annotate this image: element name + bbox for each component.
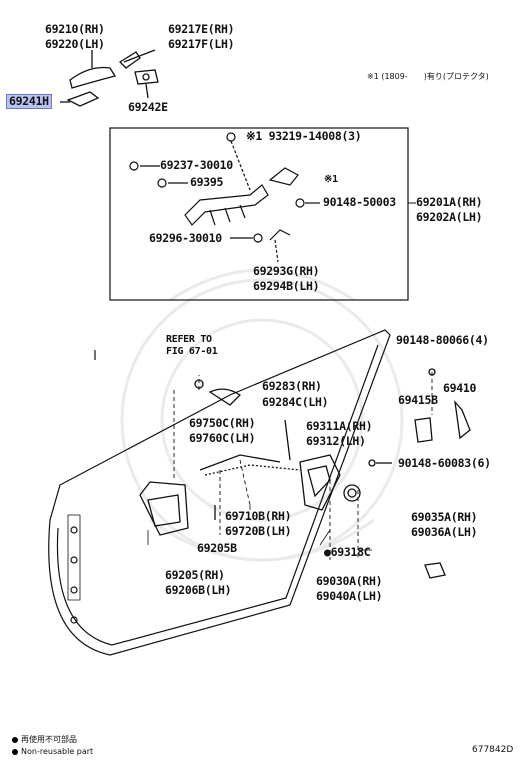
inner-mechanism — [139, 368, 471, 579]
label-69220[interactable]: 69220(LH) — [45, 37, 105, 51]
label-93219[interactable]: ※1 93219-14008(3) — [246, 129, 362, 143]
label-90148-50003[interactable]: 90148-50003 — [323, 195, 396, 209]
label-69241h-highlighted[interactable]: 69241H — [6, 94, 52, 109]
label-69415b[interactable]: 69415B — [398, 393, 438, 407]
bullet-icon — [12, 736, 18, 743]
diagram-id: 677842D — [472, 745, 514, 755]
label-69201a[interactable]: 69201A(RH) — [416, 195, 483, 209]
label-69750c[interactable]: 69750C(RH) — [189, 416, 256, 430]
label-69296[interactable]: 69296-30010 — [149, 231, 222, 245]
label-69395[interactable]: 69395 — [190, 175, 224, 189]
label-69217f[interactable]: 69217F(LH) — [168, 37, 235, 51]
outside-handle-assembly — [60, 49, 159, 107]
asterisk-note-mark: ※1 — [324, 174, 338, 185]
legend-en: Non-reusable part — [12, 747, 93, 756]
label-69242e[interactable]: 69242E — [128, 100, 168, 114]
label-69036a[interactable]: 69036A(LH) — [411, 525, 478, 539]
label-69410[interactable]: 69410 — [443, 381, 477, 395]
label-69030a[interactable]: 69030A(RH) — [316, 574, 383, 588]
label-69760c[interactable]: 69760C(LH) — [189, 431, 256, 445]
watermark — [120, 268, 404, 562]
label-69284c[interactable]: 69284C(LH) — [262, 395, 329, 409]
label-69035a[interactable]: 69035A(RH) — [411, 510, 478, 524]
label-69311a[interactable]: 69311A(RH) — [306, 419, 373, 433]
label-69710b[interactable]: 69710B(RH) — [225, 509, 292, 523]
label-69210[interactable]: 69210(RH) — [45, 22, 105, 36]
label-69217e[interactable]: 69217E(RH) — [168, 22, 235, 36]
legend-jp: 再使用不可部品 — [12, 734, 77, 745]
label-69294b[interactable]: 69294B(LH) — [253, 279, 320, 293]
legend-en-text: Non-reusable part — [21, 747, 94, 756]
label-69283[interactable]: 69283(RH) — [262, 379, 322, 393]
label-90148-80066[interactable]: 90148-80066(4) — [396, 333, 489, 347]
door-outline — [48, 329, 391, 656]
refer-to-label: REFER TO — [166, 334, 212, 345]
label-69205b[interactable]: 69205B — [197, 541, 237, 555]
label-69205[interactable]: 69205(RH) — [165, 568, 225, 582]
label-69202a[interactable]: 69202A(LH) — [416, 210, 483, 224]
label-90148-60083[interactable]: 90148-60083(6) — [398, 456, 491, 470]
label-69237[interactable]: 69237-30010 — [160, 158, 233, 172]
label-69040a[interactable]: 69040A(LH) — [316, 589, 383, 603]
label-69720b[interactable]: 69720B(LH) — [225, 524, 292, 538]
frame-box — [109, 127, 409, 301]
protector-note: ※1 (1809- )有り(プロテクタ) — [367, 72, 489, 81]
bullet-icon — [12, 748, 18, 755]
fig-reference-link[interactable]: FIG 67-01 — [166, 346, 218, 357]
frame-assembly — [129, 132, 320, 263]
legend-jp-text: 再使用不可部品 — [21, 735, 77, 744]
label-69293g[interactable]: 69293G(RH) — [253, 264, 320, 278]
label-69206b[interactable]: 69206B(LH) — [165, 583, 232, 597]
leader-lines — [147, 505, 372, 551]
label-69318c[interactable]: ●69318C — [324, 545, 371, 559]
label-69312[interactable]: 69312(LH) — [306, 434, 366, 448]
